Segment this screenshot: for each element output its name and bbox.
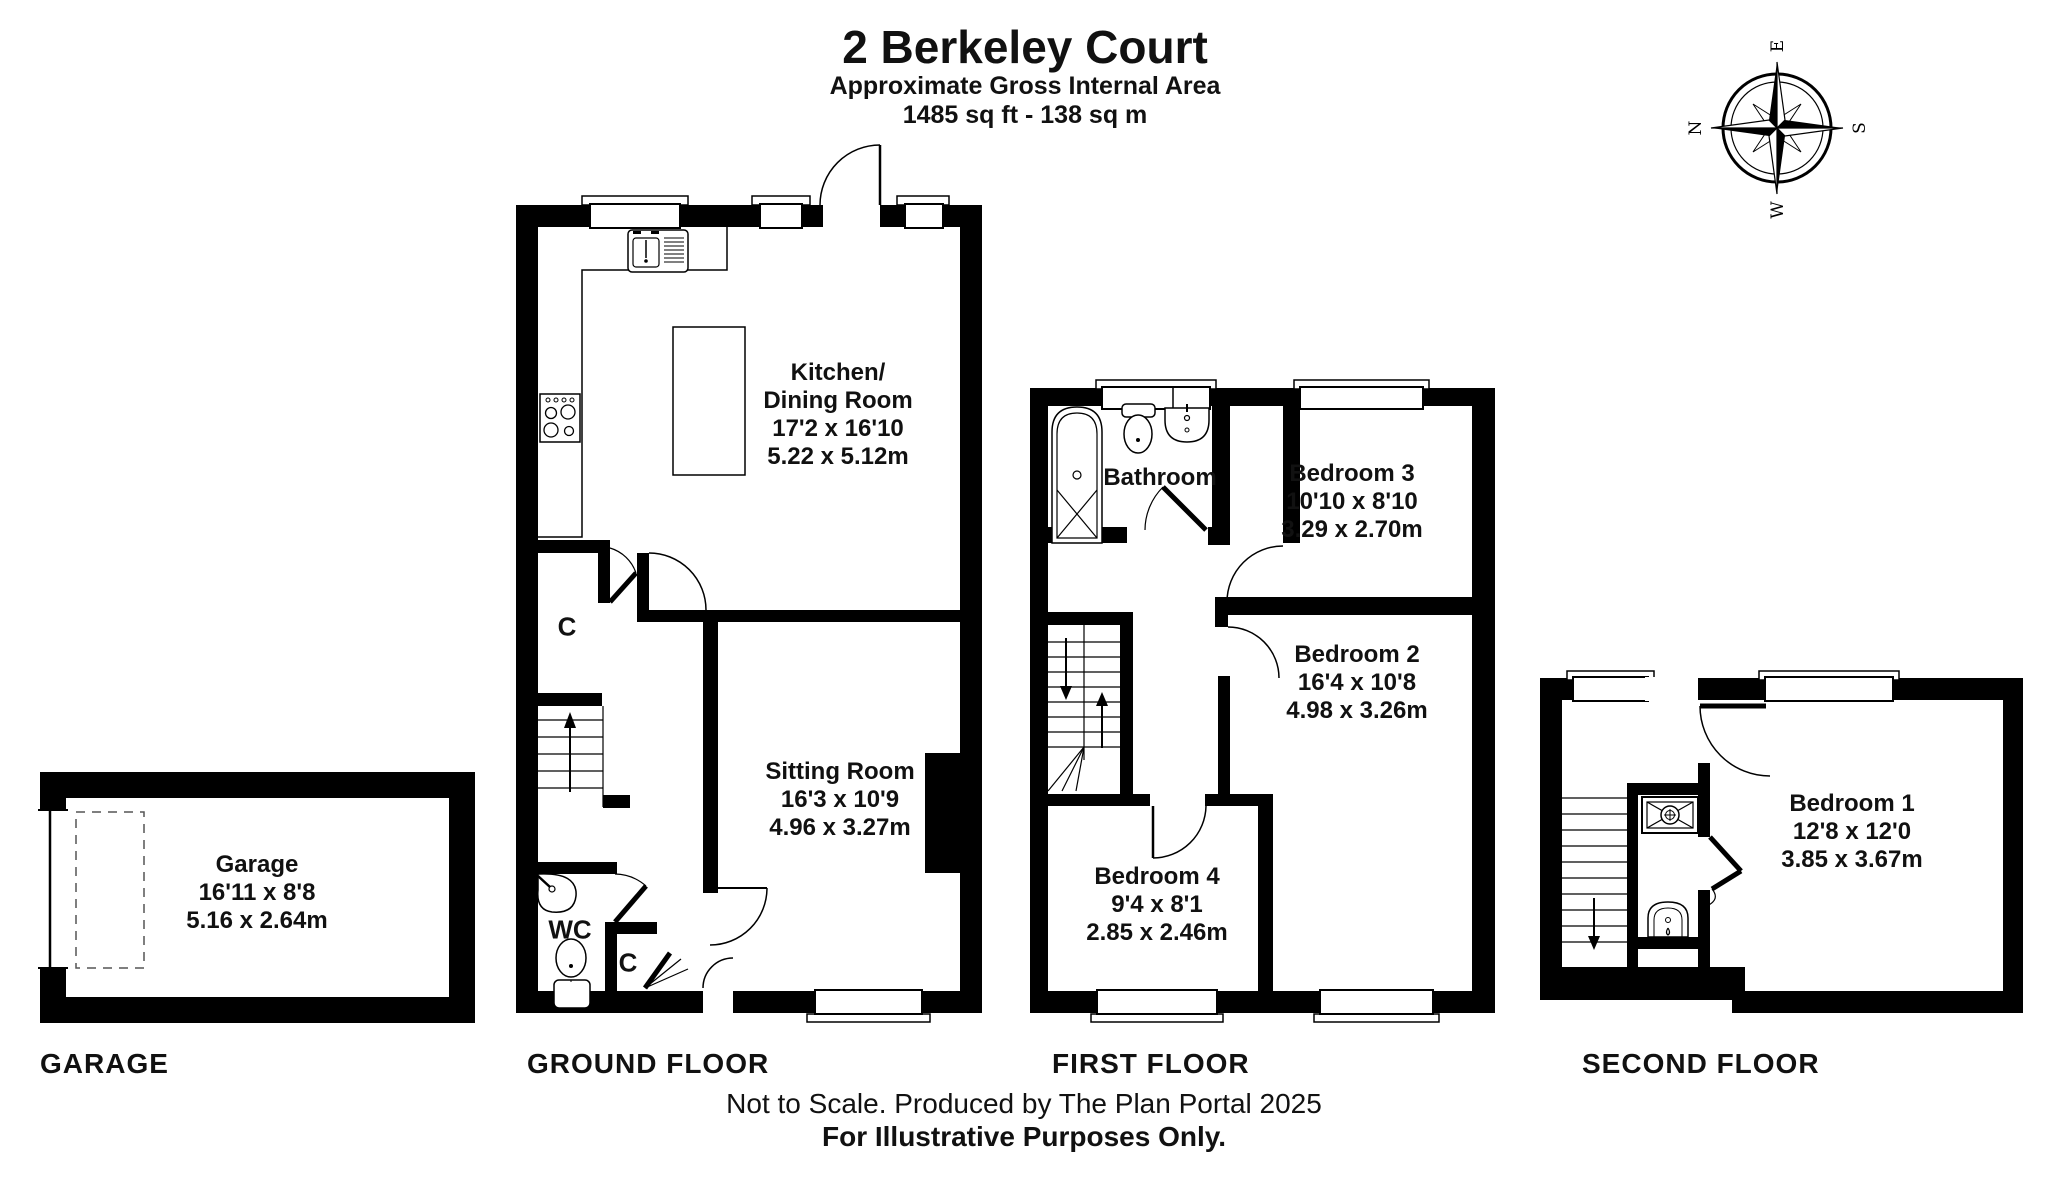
ground-floor-plan xyxy=(516,144,982,1023)
toilet-icon xyxy=(1121,403,1156,454)
room-label-garage: Garage 16'11 x 8'8 5.16 x 2.64m xyxy=(186,851,328,934)
door-icon xyxy=(1151,805,1207,859)
bathroom-sink-icon xyxy=(1164,404,1210,443)
room-label-bedroom4: Bedroom 4 9'4 x 8'1 2.85 x 2.46m xyxy=(1086,863,1228,946)
kitchen-sink-icon xyxy=(627,229,689,273)
window-icon xyxy=(581,195,689,229)
door-icon xyxy=(1227,626,1280,679)
window-icon xyxy=(1566,670,1655,702)
closet2-label: C xyxy=(618,947,638,978)
ensuite-sink-icon xyxy=(1647,901,1689,938)
floor-label-ground: GROUND FLOOR xyxy=(527,1048,770,1079)
door-icon xyxy=(642,951,689,990)
door-icon xyxy=(1208,527,1284,603)
door-icon xyxy=(1645,677,1771,777)
door-icon xyxy=(819,144,882,228)
compass-letter-w: W xyxy=(1768,201,1788,219)
chimney-breast xyxy=(925,753,960,873)
window-icon xyxy=(1293,379,1430,410)
footer-illustrative: For Illustrative Purposes Only. xyxy=(821,1121,1227,1152)
page-subtitle: Approximate Gross Internal Area 1485 sq … xyxy=(829,72,1221,129)
door-icon xyxy=(1701,835,1743,909)
toilet-icon xyxy=(553,938,591,1009)
garage-plan xyxy=(38,772,475,1023)
room-label-sitting-room: Sitting Room 16'3 x 10'9 4.96 x 3.27m xyxy=(765,758,915,841)
front-door-icon xyxy=(702,957,734,1013)
closet-label: C xyxy=(557,611,577,642)
compass-letter-e: E xyxy=(1768,40,1788,52)
hob-icon xyxy=(539,393,581,443)
page-title: 2 Berkeley Court xyxy=(575,23,1475,71)
stairs-icon xyxy=(1562,797,1627,950)
window-icon xyxy=(1090,989,1224,1023)
footer-disclaimer: Not to Scale. Produced by The Plan Porta… xyxy=(726,1088,1322,1119)
window-icon xyxy=(806,989,931,1023)
room-label-bathroom: Bathroom xyxy=(1103,464,1217,491)
room-label-bedroom3: Bedroom 3 10'10 x 8'10 3.29 x 2.70m xyxy=(1281,460,1423,543)
wc-sink-icon xyxy=(537,873,577,913)
bath-icon xyxy=(1051,406,1103,544)
second-floor-plan xyxy=(1540,670,2023,1013)
garage-dashed-bay xyxy=(75,811,145,969)
window-icon xyxy=(1758,670,1900,702)
window-icon xyxy=(1313,989,1440,1023)
window-icon xyxy=(1095,379,1217,410)
stairs-icon xyxy=(538,706,604,807)
window-icon xyxy=(751,195,811,229)
kitchen-counter xyxy=(538,227,728,538)
door-icon xyxy=(648,552,707,611)
door-icon xyxy=(608,547,638,604)
shower-icon xyxy=(1641,796,1699,834)
window-icon xyxy=(896,195,950,229)
floor-label-second: SECOND FLOOR xyxy=(1582,1048,1820,1079)
floor-label-first: FIRST FLOOR xyxy=(1052,1048,1250,1079)
garage-door-icon xyxy=(38,809,68,969)
room-label-bedroom1: Bedroom 1 12'8 x 12'0 3.85 x 3.67m xyxy=(1781,790,1923,873)
door-icon xyxy=(1144,485,1208,532)
room-label-bedroom2: Bedroom 2 16'4 x 10'8 4.98 x 3.26m xyxy=(1286,641,1428,724)
wc-label: WC xyxy=(548,914,592,945)
footer: Not to Scale. Produced by The Plan Porta… xyxy=(324,1088,1724,1154)
compass-letter-n: N xyxy=(1686,120,1706,135)
room-label-kitchen: Kitchen/ Dining Room 17'2 x 16'10 5.22 x… xyxy=(763,359,913,470)
compass-icon: E S W N xyxy=(1686,40,1870,219)
door-icon xyxy=(709,887,768,946)
kitchen-island xyxy=(672,326,746,476)
stairs-icon xyxy=(1047,625,1120,792)
door-icon xyxy=(613,873,648,924)
first-floor-plan xyxy=(1030,379,1495,1023)
compass-letter-s: S xyxy=(1850,122,1870,134)
floor-label-garage: GARAGE xyxy=(40,1048,169,1079)
property-title: 2 Berkeley Court xyxy=(842,21,1208,73)
